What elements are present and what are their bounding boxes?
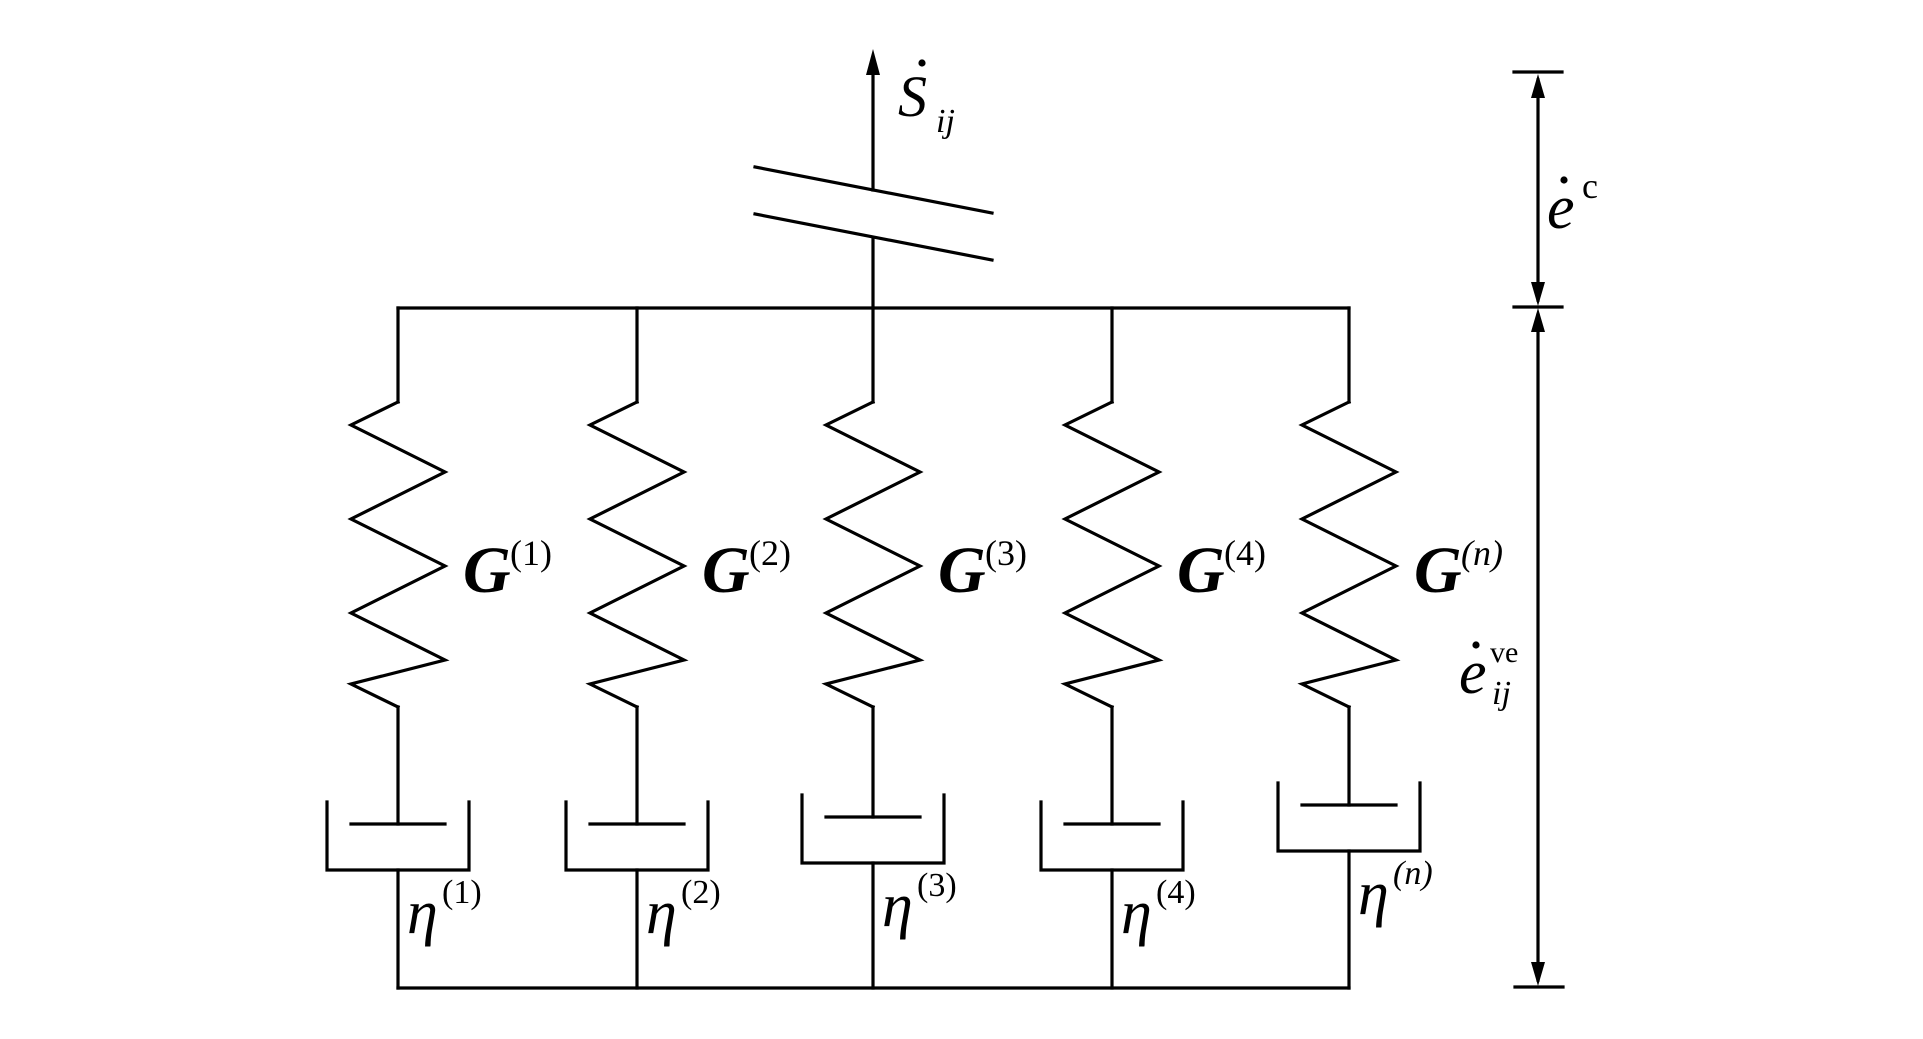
viscoelastic-subscript: ij (1492, 675, 1511, 712)
creep-element (753, 165, 994, 262)
spring-icon (821, 399, 925, 710)
arrow-up-icon (1531, 74, 1545, 98)
dashpot-label-index: (4) (1156, 874, 1196, 911)
spring-label-index: (2) (749, 533, 791, 573)
spring-label-index: (n) (1461, 533, 1503, 573)
spring-icon (1297, 399, 1401, 710)
spring-label: G (463, 534, 511, 607)
input-arrow (866, 49, 880, 310)
creep-plate-lower (753, 212, 994, 262)
arrow-down-icon (1531, 962, 1545, 986)
input-subscript: ij (936, 103, 955, 140)
spring-label: G (702, 534, 750, 607)
branch-2: G(2)η(2) (564, 306, 791, 990)
branch-1: G(1)η(1) (325, 306, 552, 990)
input-dot (918, 59, 926, 67)
spring-label-index: (1) (510, 533, 552, 573)
dashpot-label: η (882, 872, 913, 940)
dashpot-label-index: (1) (442, 874, 482, 911)
dashpot-label-index: (2) (681, 874, 721, 911)
arrow-up-icon (1531, 308, 1545, 332)
creep-dot (1560, 176, 1568, 184)
input-symbol: S (898, 64, 927, 129)
branch-5: G(n)η(n) (1276, 306, 1503, 990)
dashpot-label: η (646, 879, 677, 947)
viscoelastic-dot (1472, 641, 1480, 649)
dashpot-label-index: (3) (917, 867, 957, 904)
spring-label: G (1177, 534, 1225, 607)
spring-label-index: (4) (1224, 533, 1266, 573)
arrow-down-icon (1531, 282, 1545, 306)
spring-icon (1060, 399, 1164, 710)
spring-label-index: (3) (985, 533, 1027, 573)
creep-superscript: c (1582, 166, 1598, 206)
spring-label: G (1414, 534, 1462, 607)
viscoelastic-superscript: ve (1490, 636, 1518, 669)
dashpot-label: η (1358, 860, 1389, 928)
branches: G(1)η(1)G(2)η(2)G(3)η(3)G(4)η(4)G(n)η(n) (325, 306, 1503, 990)
dashpot-label: η (1121, 879, 1152, 947)
arrow-up-icon (866, 49, 880, 75)
creep-symbol: e (1547, 174, 1575, 242)
spring-icon (585, 399, 689, 710)
spring-icon (346, 399, 450, 710)
dashpot-label-index: (n) (1393, 855, 1433, 892)
spring-label: G (938, 534, 986, 607)
dashpot-label: η (407, 879, 438, 947)
input-label: S ij (898, 59, 955, 140)
creep-plate-upper (753, 165, 994, 215)
dimension-viscoelastic: e ve ij (1459, 308, 1565, 989)
dimension-creep: e c (1512, 70, 1598, 309)
branch-4: G(4)η(4) (1039, 306, 1266, 990)
branch-3: G(3)η(3) (800, 306, 1027, 990)
viscoelastic-symbol: e (1459, 639, 1487, 707)
